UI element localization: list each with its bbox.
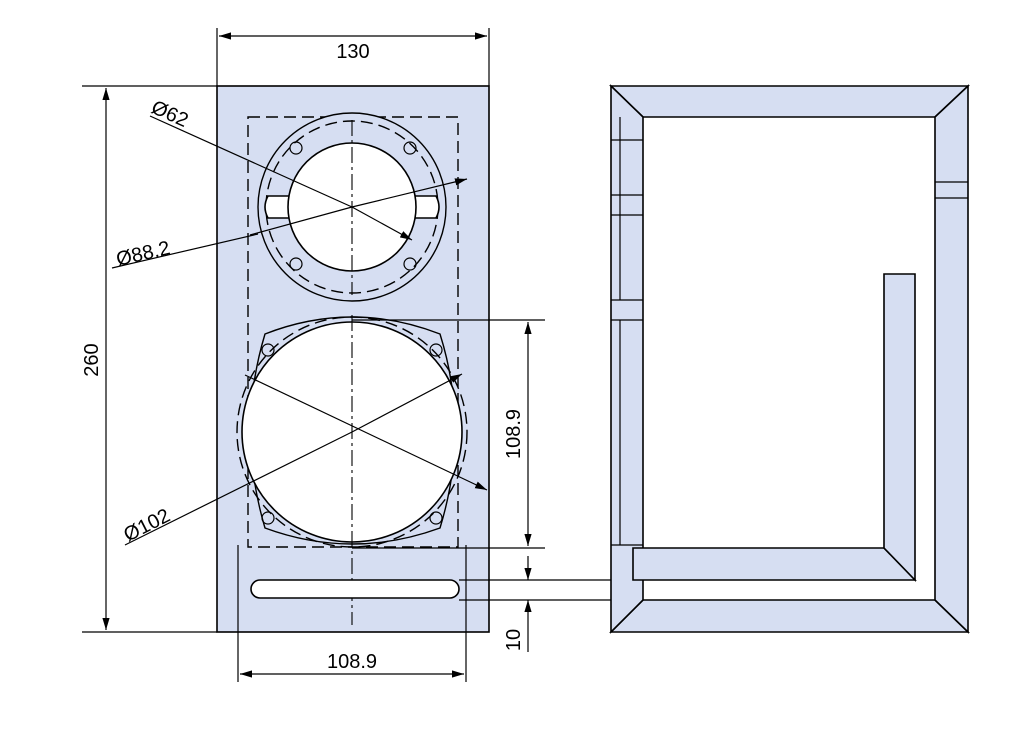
dim-width-top: 130	[336, 41, 369, 63]
front-view: 130 260 Ø62 Ø88.2 Ø102 108.9 10 108.9	[81, 28, 632, 682]
inner-outline-dashed	[247, 116, 459, 548]
screw-hole	[289, 141, 303, 155]
dim-port-height: 10	[503, 629, 525, 651]
front-wall	[610, 84, 644, 634]
woofer	[124, 315, 488, 625]
tweeter	[111, 112, 468, 302]
leader-line	[351, 373, 463, 433]
top-wall	[609, 85, 971, 118]
dim-bottom-width: 108.9	[327, 651, 377, 673]
port-shelf	[632, 547, 917, 581]
bottom-wall	[609, 599, 970, 633]
screw-hole	[289, 257, 303, 271]
screw-hole	[429, 511, 443, 525]
tweeter-slot-right	[413, 195, 440, 219]
port-divider	[883, 273, 916, 582]
screw-hole	[261, 343, 275, 357]
side-section-view	[609, 84, 971, 634]
leader-line	[351, 206, 413, 241]
leader-line	[149, 115, 353, 208]
leader-line	[249, 206, 353, 236]
dim-tweeter-outer: Ø62	[148, 96, 191, 131]
leader-line	[244, 374, 488, 491]
leader-line	[351, 178, 468, 208]
tweeter-slot-left	[264, 195, 291, 219]
dim-woofer-spacing: 108.9	[503, 409, 525, 459]
dim-woofer: Ø102	[120, 505, 174, 547]
screw-hole	[403, 141, 417, 155]
bass-port-slot	[250, 579, 460, 599]
back-wall	[934, 84, 969, 634]
screw-hole	[403, 257, 417, 271]
screw-hole	[429, 343, 443, 357]
leader-line	[124, 431, 353, 546]
leader-line	[111, 233, 259, 269]
dim-tweeter-inner: Ø88.2	[114, 237, 172, 271]
dim-height-left: 260	[81, 343, 103, 376]
screw-hole	[261, 511, 275, 525]
